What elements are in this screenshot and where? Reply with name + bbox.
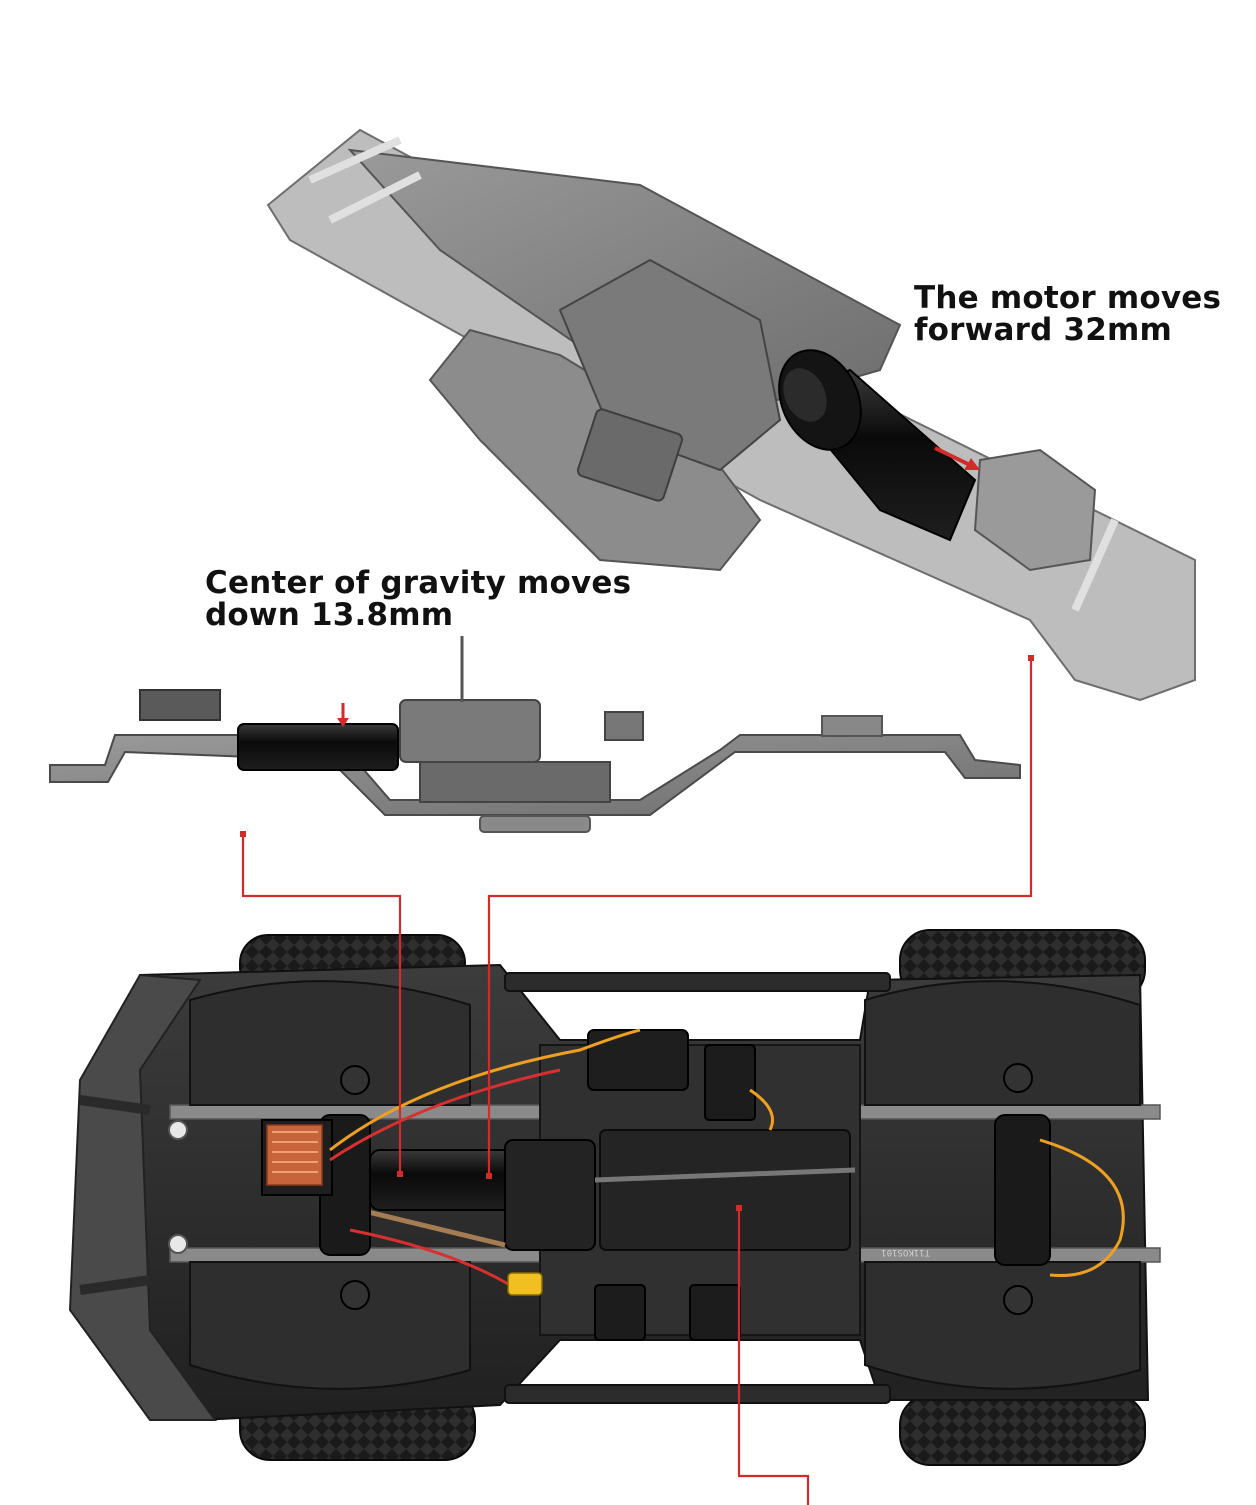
rear-axle [994, 1114, 1051, 1266]
side-motor [237, 723, 399, 771]
wheel-well-rear [864, 1261, 1141, 1390]
front-bumper [68, 973, 217, 1421]
leader-line-motor [487, 658, 1033, 1176]
motor-top [778, 349, 977, 542]
servo [594, 1284, 646, 1341]
leader-line-cog [241, 834, 402, 1174]
callout-motor-forward: The motor moves forward 32mm [914, 282, 1221, 346]
leader-dot [486, 1173, 492, 1179]
red-arrow-icon [934, 446, 980, 470]
shock-mount [1003, 1063, 1033, 1093]
leader-line-battery [737, 1208, 810, 1505]
callout-cog-line1: Center of gravity moves [205, 565, 632, 601]
wire [329, 1028, 641, 1152]
side-mount [604, 711, 644, 741]
shock-mount [340, 1065, 370, 1095]
servo [689, 1284, 741, 1341]
shock-mount [340, 1280, 370, 1310]
gearbox-bottom [504, 1139, 596, 1251]
side-mount [821, 715, 883, 737]
crossbar [328, 171, 422, 224]
side-step [504, 1384, 891, 1404]
isometric-chassis [266, 128, 1196, 702]
driveshaft [594, 1167, 856, 1183]
battery-connector [507, 1272, 543, 1296]
truck-underside: T11KOS101 [68, 929, 1161, 1466]
crossbar [308, 136, 402, 184]
esc-heatsink [261, 1119, 333, 1196]
servo-box [576, 408, 684, 502]
leader-dot [397, 1171, 403, 1177]
wire [749, 1088, 774, 1131]
crossbar [1071, 518, 1119, 612]
wheel-well-rear [864, 980, 1141, 1106]
chassis-stamp: T11KOS101 [881, 1247, 930, 1257]
side-battery-tray [419, 761, 611, 803]
wire [1039, 1138, 1125, 1278]
tow-hook [168, 1234, 188, 1254]
callout-cog-line2: down 13.8mm [205, 597, 454, 633]
wheel-well-front [189, 1261, 471, 1390]
bumper-bar [79, 1095, 151, 1295]
callout-center-of-gravity: Center of gravity moves down 13.8mm [205, 567, 631, 631]
receiver-box [587, 1029, 689, 1091]
tire-rear-right [899, 1394, 1146, 1466]
servo [704, 1044, 756, 1121]
wheel-well-front [189, 980, 471, 1106]
shock-mount [1003, 1285, 1033, 1315]
wire [329, 1068, 561, 1162]
driveshaft [359, 1207, 506, 1248]
side-step [504, 972, 891, 992]
leader-lines [240, 655, 1034, 1505]
side-skid [479, 815, 591, 833]
battery-tray [599, 1129, 851, 1251]
side-gearbox [399, 699, 541, 763]
callout-motor-line2: forward 32mm [914, 312, 1173, 348]
callout-motor-line1: The motor moves [914, 280, 1222, 316]
side-profile-chassis [49, 636, 1021, 833]
motor-bottom [369, 1149, 521, 1211]
wire [349, 1228, 511, 1287]
side-rear-block [139, 689, 221, 721]
tow-hook [168, 1120, 188, 1140]
rear-mount [973, 448, 1097, 572]
